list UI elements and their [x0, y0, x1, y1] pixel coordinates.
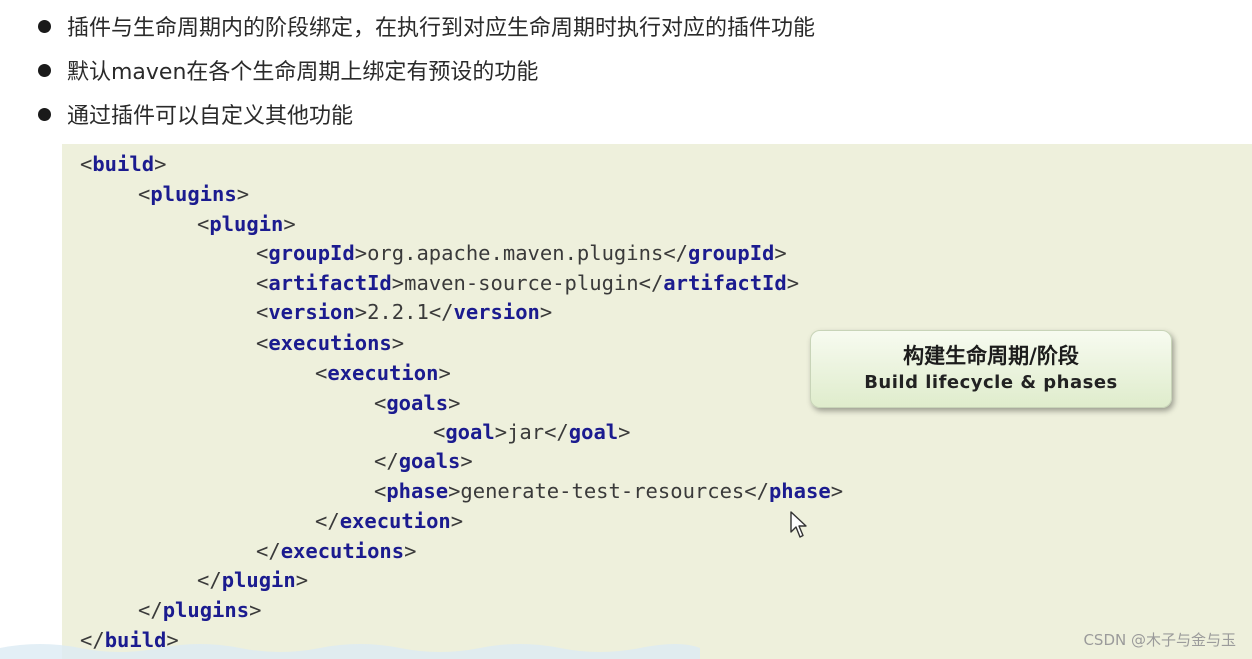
xml-value: maven-source-plugin [404, 271, 639, 295]
xml-tag: build [104, 628, 167, 652]
xml-tag: goal [568, 420, 619, 444]
xml-tag: artifactId [268, 271, 392, 295]
xml-value: 2.2.1 [367, 300, 429, 324]
xml-tag: goals [386, 391, 449, 415]
xml-tag: build [92, 152, 155, 176]
code-line: <goals> [374, 391, 461, 415]
code-line: </plugin> [197, 568, 309, 592]
xml-tag: executions [280, 539, 405, 563]
code-line: </executions> [256, 539, 417, 563]
bullet-text: 默认maven在各个生命周期上绑定有预设的功能 [67, 60, 539, 85]
xml-tag: groupId [268, 241, 355, 265]
xml-tag: version [268, 300, 355, 324]
code-line: <executions> [256, 331, 405, 355]
xml-tag: groupId [688, 241, 775, 265]
code-line: <build> [80, 152, 167, 176]
xml-tag: executions [268, 331, 392, 355]
xml-tag: plugins [150, 182, 237, 206]
bullet-item: 插件与生命周期内的阶段绑定，在执行到对应生命周期时执行对应的插件功能 [38, 8, 815, 44]
code-line: <goal>jar</goal> [433, 420, 631, 444]
xml-value: generate-test-resources [460, 479, 745, 503]
xml-tag: version [453, 300, 540, 324]
xml-tag: goals [398, 449, 461, 473]
code-line: </execution> [315, 509, 464, 533]
watermark: CSDN @木子与金与玉 [1083, 631, 1236, 649]
bullet-text: 通过插件可以自定义其他功能 [67, 104, 354, 129]
xml-value: jar [507, 420, 545, 444]
xml-tag: plugin [209, 212, 284, 236]
xml-tag: execution [327, 361, 439, 385]
callout-title: 构建生命周期/阶段 [903, 344, 1079, 368]
code-line: <phase>generate-test-resources</phase> [374, 479, 844, 503]
xml-tag: plugin [221, 568, 296, 592]
code-line: <plugin> [197, 212, 296, 236]
code-line: <artifactId>maven-source-plugin</artifac… [256, 271, 800, 295]
xml-tag: plugins [162, 598, 250, 622]
bullet-dot-icon [38, 19, 51, 33]
mouse-pointer-icon [790, 511, 807, 538]
code-line: <execution> [315, 361, 451, 385]
code-line: <version>2.2.1</version> [256, 300, 553, 324]
bullet-item: 通过插件可以自定义其他功能 [38, 96, 353, 132]
bullet-item: 默认maven在各个生命周期上绑定有预设的功能 [38, 52, 538, 88]
bullet-dot-icon [38, 107, 51, 121]
xml-tag: artifactId [663, 271, 787, 295]
code-line: </plugins> [138, 598, 262, 622]
decorative-wave [0, 644, 700, 659]
bullet-text: 插件与生命周期内的阶段绑定，在执行到对应生命周期时执行对应的插件功能 [67, 16, 816, 41]
bullet-dot-icon [38, 63, 51, 77]
code-line: <plugins> [138, 182, 250, 206]
code-line: </goals> [374, 449, 473, 473]
callout-box: 构建生命周期/阶段 Build lifecycle & phases [810, 330, 1172, 408]
callout-subtitle: Build lifecycle & phases [864, 372, 1118, 393]
xml-tag: phase [386, 479, 449, 503]
xml-value: org.apache.maven.plugins [367, 241, 664, 265]
code-line: <groupId>org.apache.maven.plugins</group… [256, 241, 787, 265]
xml-tag: phase [768, 479, 831, 503]
xml-tag: execution [339, 509, 451, 533]
xml-tag: goal [445, 420, 495, 444]
